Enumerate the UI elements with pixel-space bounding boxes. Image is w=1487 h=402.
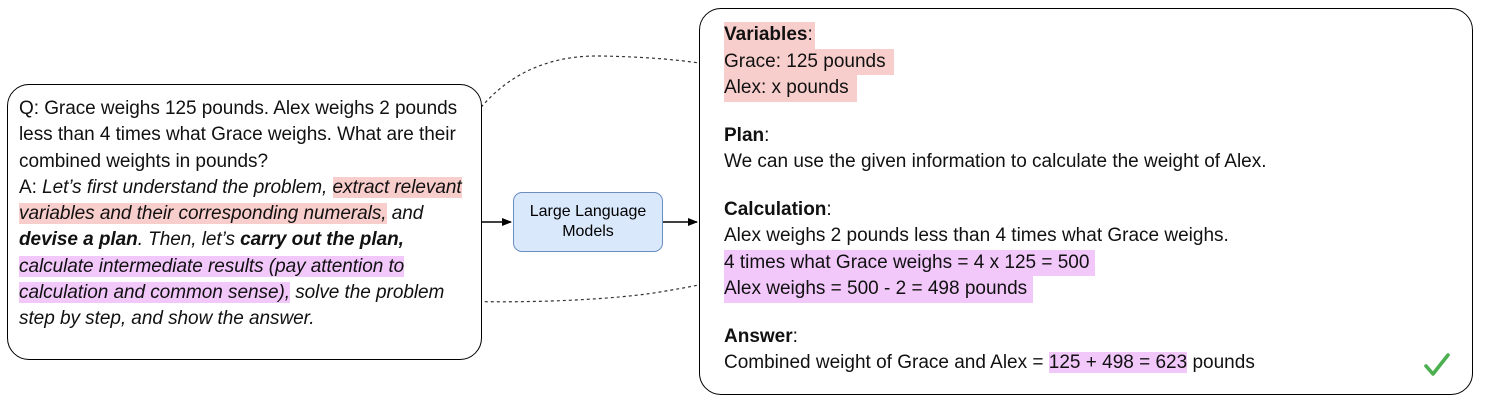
variables-heading-row: Variables:: [724, 22, 1450, 49]
prompt-and: and: [391, 203, 424, 225]
answer-prefix: Combined weight of Grace and Alex =: [724, 352, 1044, 373]
question-text-block: Q: Grace weighs 125 pounds. Alex weighs …: [19, 96, 469, 333]
prompt-devise-plan: devise a plan: [19, 229, 138, 251]
prompt-then: . Then, let’s: [137, 229, 235, 251]
variable-grace: Grace: 125 pounds: [724, 48, 894, 75]
variables-heading: Variables: [724, 24, 808, 45]
variables-colon: :: [807, 24, 813, 45]
model-label: Large Language Models: [529, 203, 647, 240]
prompt-tail: solve the problem step by step, and show…: [19, 282, 445, 330]
question-label: Q:: [19, 98, 39, 119]
answer-label: A:: [19, 176, 37, 198]
variables-heading-highlight: Variables:: [724, 22, 815, 49]
calculation-line-3: Alex weighs = 500 - 2 = 498 pounds: [724, 276, 1034, 303]
answer-equation: 125 + 498 = 623: [1048, 352, 1188, 373]
question-paragraph: Q: Grace weighs 125 pounds. Alex weighs …: [19, 96, 469, 175]
answer-suffix: pounds: [1192, 352, 1255, 373]
link-variables-dashed: [439, 55, 727, 181]
output-text-block: Variables: Grace: 125 pounds Alex: x pou…: [724, 22, 1450, 377]
prompt-intro: Let’s first understand the problem,: [42, 176, 328, 198]
section-gap: [724, 102, 1450, 123]
question-prompt-box: Q: Grace weighs 125 pounds. Alex weighs …: [7, 84, 482, 360]
variable-grace-row: Grace: 125 pounds: [724, 48, 1450, 75]
question-body: Grace weighs 125 pounds. Alex weighs 2 p…: [19, 98, 458, 172]
calculation-line-3-row: Alex weighs = 500 - 2 = 498 pounds: [724, 276, 1450, 303]
section-gap: [724, 303, 1450, 324]
answer-row: Combined weight of Grace and Alex = 125 …: [724, 350, 1450, 377]
answer-prompt-paragraph: A: Let’s first understand the problem, e…: [19, 175, 469, 333]
large-language-models-box: Large Language Models: [513, 192, 663, 252]
variable-alex-row: Alex: x pounds: [724, 75, 1450, 102]
calculation-colon: :: [826, 198, 832, 220]
variable-alex: Alex: x pounds: [724, 75, 857, 102]
answer-heading-row: Answer:: [724, 324, 1450, 351]
calculation-heading-row: Calculation:: [724, 197, 1450, 224]
prompt-carry-out-plan: carry out the plan,: [240, 229, 404, 251]
answer-heading: Answer: [724, 325, 793, 347]
plan-heading-row: Plan:: [724, 123, 1450, 150]
plan-text: We can use the given information to calc…: [724, 151, 1267, 172]
calculation-line-2-row: 4 times what Grace weighs = 4 x 125 = 50…: [724, 249, 1450, 276]
check-mark-icon: [1424, 353, 1450, 376]
section-gap: [724, 176, 1450, 197]
model-output-box: Variables: Grace: 125 pounds Alex: x pou…: [699, 8, 1473, 395]
calculation-heading: Calculation: [724, 198, 827, 220]
calculation-line-1: Alex weighs 2 pounds less than 4 times w…: [724, 225, 1229, 246]
plan-colon: :: [764, 124, 770, 146]
plan-heading: Plan: [724, 124, 765, 146]
answer-colon: :: [792, 325, 798, 347]
calculation-line-2: 4 times what Grace weighs = 4 x 125 = 50…: [724, 249, 1096, 276]
